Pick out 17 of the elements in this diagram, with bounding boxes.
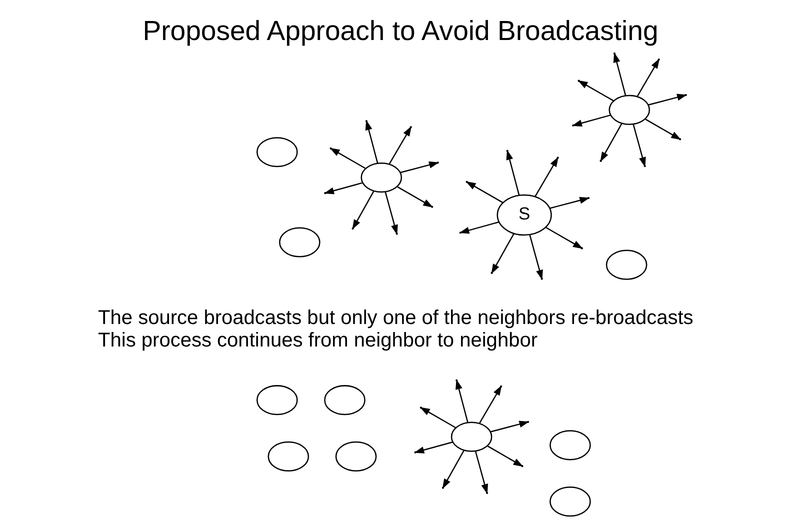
label: The source broadcasts but only one of the neighbors re-broadcasts xyxy=(98,307,693,330)
node-circle xyxy=(334,441,376,472)
node-circle xyxy=(256,385,298,416)
node-circle xyxy=(360,162,402,193)
node-circle xyxy=(324,385,365,416)
node-circle xyxy=(278,227,320,258)
node-circle xyxy=(256,137,298,168)
label: This process continues from neighbor to neighbor xyxy=(98,330,538,352)
node-ellipse: S xyxy=(496,194,552,236)
node-circle xyxy=(549,430,590,460)
arrow xyxy=(490,233,514,274)
diagram-title: Proposed Approach to Avoid Broadcasting xyxy=(142,15,658,46)
node-circle xyxy=(605,250,647,280)
node-circle xyxy=(450,422,492,452)
node-circle xyxy=(267,441,309,472)
node-circle xyxy=(549,486,590,517)
node-circle xyxy=(608,94,650,125)
